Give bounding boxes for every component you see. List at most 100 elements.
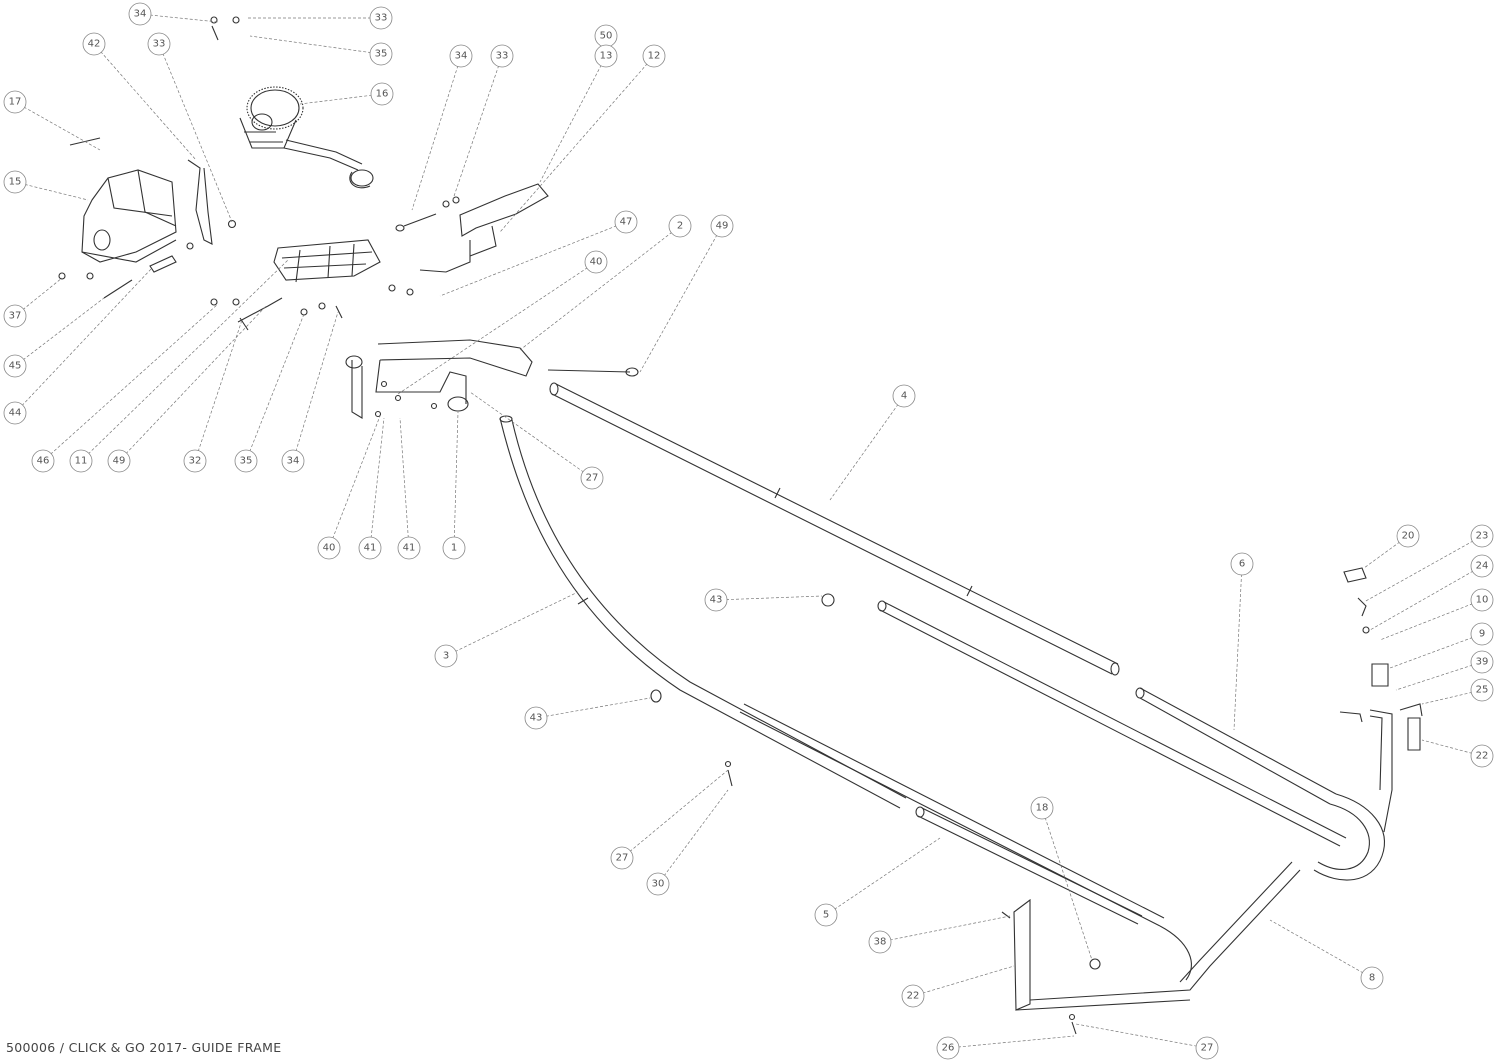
callout-balloon: 34 bbox=[128, 2, 152, 26]
leader-line bbox=[639, 225, 723, 373]
callout-balloon: 25 bbox=[1470, 678, 1494, 702]
callout-balloon: 33 bbox=[490, 44, 514, 68]
leader-line bbox=[657, 789, 729, 885]
callout-circle bbox=[1470, 554, 1494, 578]
callout-circle bbox=[147, 32, 171, 56]
callout-circle bbox=[814, 903, 838, 927]
callout-circle bbox=[710, 214, 734, 238]
callout-number: 32 bbox=[189, 456, 202, 467]
leader-line bbox=[158, 43, 233, 223]
callout-number: 40 bbox=[323, 543, 336, 554]
callout-number: 17 bbox=[9, 97, 22, 108]
callout-circle bbox=[449, 44, 473, 68]
leader-line bbox=[245, 313, 305, 462]
callout-circle bbox=[901, 984, 925, 1008]
callout-number: 33 bbox=[153, 39, 166, 50]
callout-circle bbox=[31, 449, 55, 473]
callout-balloon: 9 bbox=[1470, 622, 1494, 646]
callout-balloon: 34 bbox=[449, 44, 473, 68]
callout-circle bbox=[580, 466, 604, 490]
leader-line bbox=[879, 915, 1011, 943]
callout-balloon: 40 bbox=[584, 250, 608, 274]
callout-number: 10 bbox=[1476, 595, 1489, 606]
callout-number: 24 bbox=[1476, 561, 1489, 572]
callout-balloon: 41 bbox=[397, 536, 421, 560]
leader-line bbox=[947, 1035, 1075, 1049]
leader-lines-group bbox=[14, 13, 1483, 1049]
end-hardware-parts bbox=[1339, 567, 1423, 751]
callout-circle bbox=[1470, 650, 1494, 674]
leader-line bbox=[439, 221, 627, 297]
callout-number: 22 bbox=[1476, 751, 1489, 762]
callout-balloon: 10 bbox=[1470, 588, 1494, 612]
winch-mount-bracket-part bbox=[388, 183, 549, 296]
callout-circle bbox=[936, 1036, 960, 1060]
callout-number: 45 bbox=[9, 361, 22, 372]
callout-circle bbox=[3, 90, 27, 114]
leader-line bbox=[829, 395, 905, 501]
callout-balloon: 27 bbox=[580, 466, 604, 490]
callout-number: 25 bbox=[1476, 685, 1489, 696]
rail-4-part bbox=[549, 382, 1120, 676]
callout-balloon: 4 bbox=[892, 384, 916, 408]
callout-number: 8 bbox=[1369, 973, 1375, 984]
callout-balloon: 37 bbox=[3, 304, 27, 328]
winch-cover-part bbox=[81, 169, 177, 263]
leader-line bbox=[825, 837, 941, 916]
callout-number: 35 bbox=[375, 49, 388, 60]
leader-line bbox=[411, 55, 462, 211]
misc-small-parts bbox=[650, 593, 1077, 1035]
callout-balloon: 32 bbox=[183, 449, 207, 473]
leader-line bbox=[715, 595, 823, 601]
callout-balloon: 3 bbox=[434, 644, 458, 668]
callout-number: 2 bbox=[677, 221, 683, 232]
callout-number: 4 bbox=[901, 391, 907, 402]
callout-number: 26 bbox=[942, 1043, 955, 1054]
callout-balloon: 17 bbox=[3, 90, 27, 114]
callout-balloon: 5 bbox=[814, 903, 838, 927]
callout-number: 43 bbox=[530, 713, 543, 724]
callout-balloon: 23 bbox=[1470, 524, 1494, 548]
leader-line bbox=[1363, 535, 1483, 603]
callout-circle bbox=[524, 706, 548, 730]
callout-balloon: 30 bbox=[646, 872, 670, 896]
callout-balloon: 18 bbox=[1030, 796, 1054, 820]
callout-circle bbox=[646, 872, 670, 896]
callout-number: 42 bbox=[88, 39, 101, 50]
callout-number: 13 bbox=[600, 51, 613, 62]
callout-circle bbox=[1030, 796, 1054, 820]
callout-number: 50 bbox=[600, 31, 613, 42]
callout-balloon: 34 bbox=[281, 449, 305, 473]
callout-number: 41 bbox=[403, 543, 416, 554]
callout-circle bbox=[1470, 588, 1494, 612]
leader-line bbox=[1041, 807, 1093, 961]
callout-number: 18 bbox=[1036, 803, 1049, 814]
callout-circle bbox=[370, 82, 394, 106]
callout-balloon: 40 bbox=[317, 536, 341, 560]
callout-number: 34 bbox=[134, 9, 147, 20]
callout-number: 22 bbox=[907, 991, 920, 1002]
leader-line bbox=[451, 55, 503, 203]
callout-circle bbox=[397, 536, 421, 560]
callout-number: 20 bbox=[1402, 531, 1415, 542]
callout-number: 6 bbox=[1239, 559, 1245, 570]
callout-balloon: 43 bbox=[704, 588, 728, 612]
leader-line bbox=[328, 415, 381, 549]
callout-circle bbox=[1470, 678, 1494, 702]
leader-line bbox=[42, 303, 219, 462]
title-block: 500006 / CLICK & GO 2017- GUIDE FRAME bbox=[6, 1040, 282, 1055]
leader-line bbox=[1233, 563, 1243, 731]
callout-number: 49 bbox=[113, 456, 126, 467]
callout-number: 33 bbox=[496, 51, 509, 62]
callout-balloon: 42 bbox=[82, 32, 106, 56]
callout-circle bbox=[434, 644, 458, 668]
end-bend-part bbox=[1313, 709, 1393, 881]
callout-circle bbox=[369, 42, 393, 66]
leader-line bbox=[14, 267, 153, 414]
leader-line bbox=[1389, 633, 1483, 669]
callout-balloon: 2 bbox=[668, 214, 692, 238]
callout-balloon: 49 bbox=[710, 214, 734, 238]
callout-circle bbox=[868, 930, 892, 954]
